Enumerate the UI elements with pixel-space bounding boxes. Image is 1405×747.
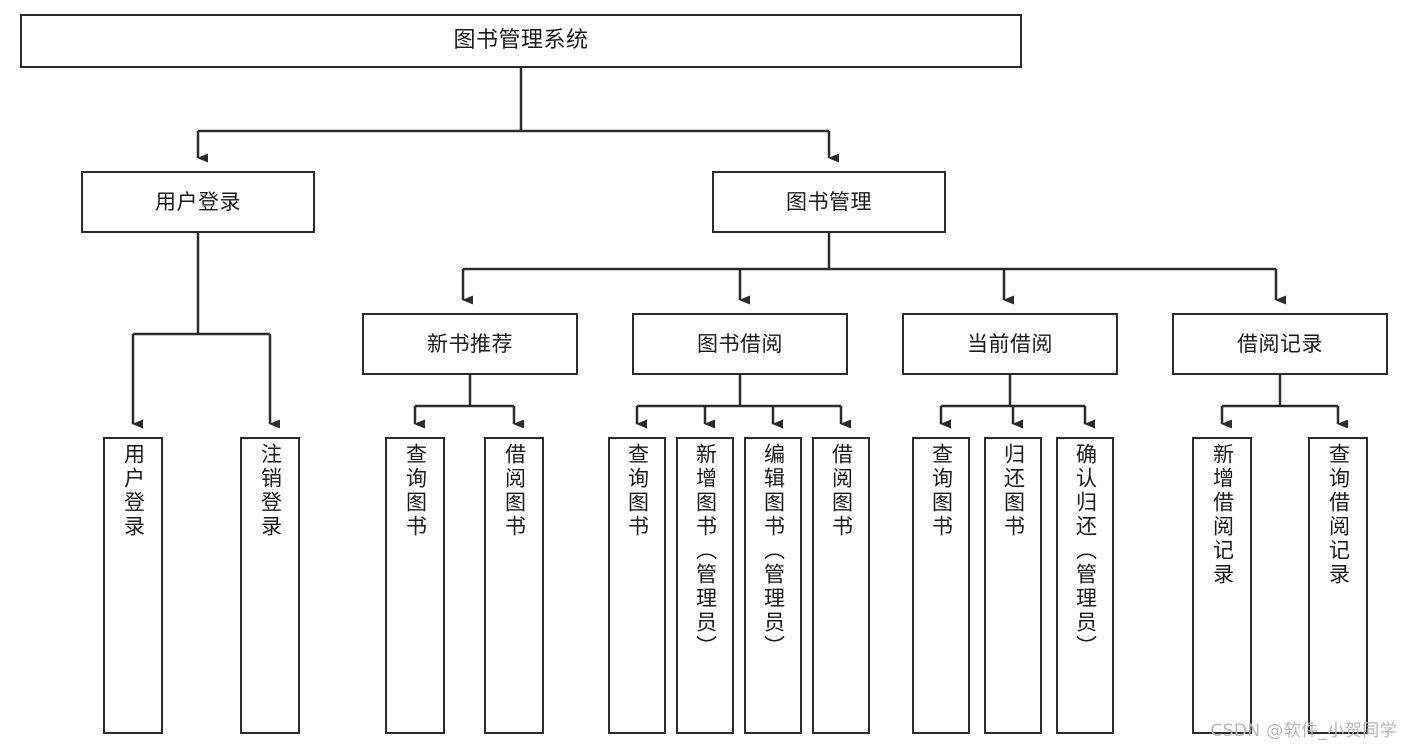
node-label-leaf-query-book-current: 查询图书 [929, 443, 954, 539]
node-leaf-query-borrow-record[interactable]: 查询借阅记录 [1308, 437, 1368, 734]
node-leaf-confirm-return[interactable]: 确认归还（管理员） [1056, 437, 1114, 734]
node-label-current-borrow: 当前借阅 [967, 331, 1053, 356]
node-new-book-recommend[interactable]: 新书推荐 [362, 313, 578, 375]
node-label-book-borrow: 图书借阅 [697, 331, 783, 356]
connector-current-borrow-to-leaves [939, 375, 1095, 429]
node-current-borrow[interactable]: 当前借阅 [902, 313, 1118, 375]
node-label-leaf-add-borrow-record: 新增借阅记录 [1210, 443, 1235, 587]
node-label-leaf-query-borrow-record: 查询借阅记录 [1326, 443, 1351, 587]
node-label-leaf-user-login: 用户登录 [121, 443, 146, 539]
node-leaf-logout[interactable]: 注销登录 [240, 437, 300, 734]
node-root[interactable]: 图书管理系统 [20, 14, 1022, 68]
node-label-borrow-record: 借阅记录 [1237, 331, 1323, 356]
node-leaf-query-book-current[interactable]: 查询图书 [912, 437, 970, 734]
node-label-leaf-add-book: 新增图书（管理员） [693, 443, 718, 659]
node-label-leaf-borrow-book: 借阅图书 [829, 443, 854, 539]
node-label-user-login: 用户登录 [155, 189, 241, 214]
node-label-leaf-logout: 注销登录 [258, 443, 283, 539]
connector-book-management-to-level2 [461, 233, 1286, 305]
node-leaf-borrow-book[interactable]: 借阅图书 [812, 437, 870, 734]
node-leaf-query-book-recommend[interactable]: 查询图书 [385, 437, 445, 734]
node-label-root: 图书管理系统 [453, 28, 589, 54]
node-label-leaf-borrow-book-recommend: 借阅图书 [502, 443, 527, 539]
node-leaf-user-login[interactable]: 用户登录 [103, 437, 163, 734]
node-user-login[interactable]: 用户登录 [81, 171, 315, 233]
node-label-book-management: 图书管理 [786, 189, 872, 214]
node-label-leaf-query-book-recommend: 查询图书 [403, 443, 428, 539]
node-label-leaf-confirm-return: 确认归还（管理员） [1073, 443, 1098, 659]
node-label-leaf-return-book: 归还图书 [1001, 443, 1026, 539]
node-leaf-return-book[interactable]: 归还图书 [984, 437, 1042, 734]
node-leaf-add-borrow-record[interactable]: 新增借阅记录 [1192, 437, 1252, 734]
node-leaf-query-book-borrow[interactable]: 查询图书 [608, 437, 666, 734]
node-borrow-record[interactable]: 借阅记录 [1172, 313, 1388, 375]
node-label-leaf-edit-book: 编辑图书（管理员） [761, 443, 786, 659]
node-label-leaf-query-book-borrow: 查询图书 [625, 443, 650, 539]
node-book-borrow[interactable]: 图书借阅 [632, 313, 848, 375]
node-leaf-borrow-book-recommend[interactable]: 借阅图书 [484, 437, 544, 734]
node-book-management[interactable]: 图书管理 [712, 171, 946, 233]
node-label-new-book-recommend: 新书推荐 [427, 331, 513, 356]
connector-new-book-recommend-to-leaves [413, 375, 524, 429]
node-leaf-add-book[interactable]: 新增图书（管理员） [676, 437, 734, 734]
connector-user-login-to-leaves [131, 233, 280, 429]
node-leaf-edit-book[interactable]: 编辑图书（管理员） [744, 437, 802, 734]
connector-book-borrow-to-leaves [635, 375, 851, 429]
connector-root-to-level1 [196, 68, 839, 163]
connector-borrow-record-to-leaves [1220, 375, 1348, 429]
connector-group [131, 68, 1348, 429]
